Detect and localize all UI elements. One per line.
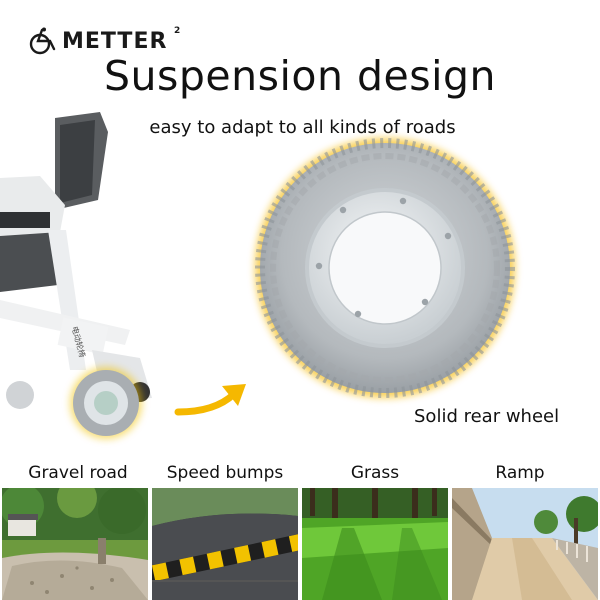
solid-rear-wheel-image (255, 138, 515, 398)
subline: easy to adapt to all kinds of roads (149, 117, 456, 138)
product-scene: 电动轮椅 (0, 112, 515, 439)
grass-photo (302, 488, 448, 600)
category-label-ramp: Ramp (495, 463, 545, 483)
category-label-gravel-road: Gravel road (28, 463, 128, 483)
ramp-photo (452, 488, 598, 600)
category-label-speed-bumps: Speed bumps (166, 463, 284, 483)
arrow-icon (174, 390, 238, 416)
wheelchair-illustration: 电动轮椅 (0, 112, 152, 439)
brand-name: METTER (62, 29, 168, 54)
category-label-grass: Grass (350, 463, 400, 483)
brand-superscript: 2 (174, 26, 181, 36)
brand-logo: METTER 2 (28, 26, 180, 56)
speed-bumps-photo (152, 488, 298, 600)
wheel-caption: Solid rear wheel (414, 406, 560, 427)
wheelchair-logo-icon (29, 27, 56, 55)
gravel-road-photo (2, 488, 148, 600)
headline: Suspension design (104, 52, 496, 100)
